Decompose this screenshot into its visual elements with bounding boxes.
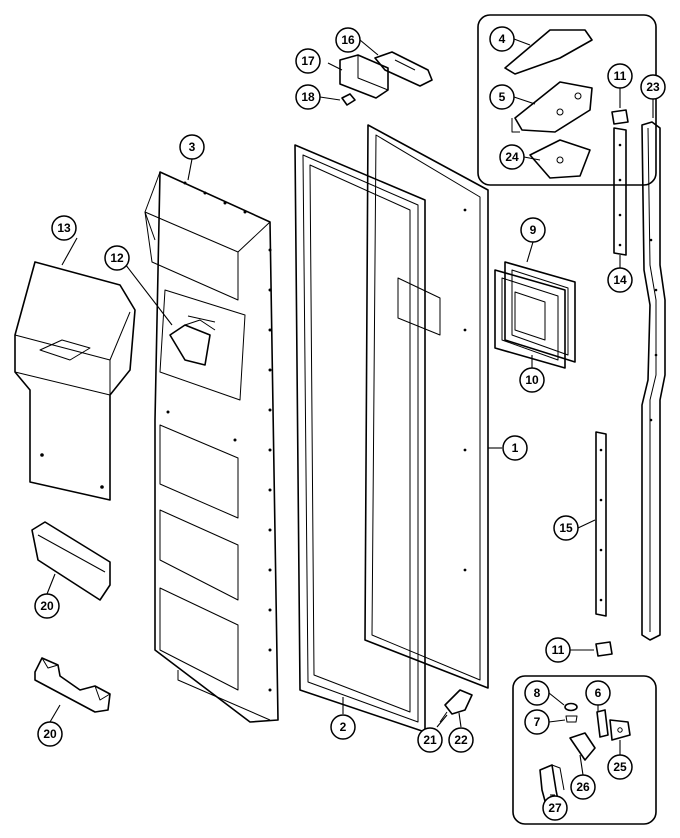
svg-text:26: 26 xyxy=(576,780,590,794)
callout-13: 13 xyxy=(51,215,77,241)
door-wire-harness-part xyxy=(439,689,473,723)
door-handle-part xyxy=(641,121,666,641)
svg-text:1: 1 xyxy=(512,441,519,455)
callout-14: 14 xyxy=(607,267,633,293)
svg-text:16: 16 xyxy=(341,33,355,47)
dispenser-cover-part xyxy=(14,261,136,501)
callout-16: 16 xyxy=(335,27,361,53)
lower-trim-strip-part xyxy=(595,431,607,617)
svg-text:2: 2 xyxy=(340,720,347,734)
svg-text:3: 3 xyxy=(189,140,196,154)
callout-10: 10 xyxy=(519,367,545,393)
callout-1: 1 xyxy=(502,435,528,461)
callout-25: 25 xyxy=(607,754,633,780)
callout-7: 7 xyxy=(524,709,550,735)
callout-2: 2 xyxy=(330,714,356,740)
callout-8: 8 xyxy=(524,680,550,706)
svg-text:13: 13 xyxy=(57,221,71,235)
svg-text:10: 10 xyxy=(525,373,539,387)
callout-12: 12 xyxy=(104,245,130,271)
svg-text:6: 6 xyxy=(595,686,602,700)
svg-text:5: 5 xyxy=(499,90,506,104)
hinge-bushing-part xyxy=(564,702,578,723)
door-liner-part xyxy=(144,171,279,723)
svg-text:9: 9 xyxy=(530,223,537,237)
door-bin-part xyxy=(31,521,111,601)
callout-4: 4 xyxy=(489,26,515,52)
upper-hinge-part xyxy=(511,81,593,133)
svg-text:8: 8 xyxy=(534,686,541,700)
callout-27: 27 xyxy=(542,795,568,821)
callout-5: 5 xyxy=(489,84,515,110)
leader-lines xyxy=(46,38,654,796)
callout-15: 15 xyxy=(553,515,579,541)
callout-6: 6 xyxy=(585,680,611,706)
bin-bracket-part xyxy=(34,657,111,713)
svg-text:21: 21 xyxy=(423,733,437,747)
svg-text:20: 20 xyxy=(40,599,54,613)
hinge-cap-part xyxy=(504,29,593,75)
callout-26: 26 xyxy=(570,774,596,800)
door-stop-part xyxy=(596,709,631,741)
svg-text:25: 25 xyxy=(613,760,627,774)
svg-text:20: 20 xyxy=(43,727,57,741)
svg-text:11: 11 xyxy=(614,69,627,83)
callout-21: 21 xyxy=(417,727,443,753)
svg-text:18: 18 xyxy=(301,90,315,104)
dispenser-chute-part xyxy=(169,315,216,366)
callout-22: 22 xyxy=(448,727,474,753)
svg-text:17: 17 xyxy=(301,54,315,68)
callout-3: 3 xyxy=(179,134,205,160)
svg-text:4: 4 xyxy=(499,32,506,46)
svg-text:14: 14 xyxy=(613,273,627,287)
callout-9: 9 xyxy=(520,217,546,243)
svg-text:27: 27 xyxy=(548,801,562,815)
outer-door-panel-part xyxy=(364,124,489,689)
callout-17: 17 xyxy=(295,48,321,74)
callout-11-upper: 11 xyxy=(607,63,633,89)
callout-20-upper: 20 xyxy=(34,593,60,619)
svg-text:24: 24 xyxy=(505,150,519,164)
svg-text:15: 15 xyxy=(559,521,573,535)
hinge-screw-part xyxy=(341,93,356,106)
callout-20-lower: 20 xyxy=(37,721,63,747)
svg-text:22: 22 xyxy=(454,733,468,747)
callout-18: 18 xyxy=(295,84,321,110)
upper-trim-strip-part xyxy=(613,127,627,256)
hinge-shim-part xyxy=(529,139,591,179)
svg-text:7: 7 xyxy=(534,715,541,729)
hinge-group-box xyxy=(477,14,657,186)
svg-text:12: 12 xyxy=(110,251,124,265)
svg-text:11: 11 xyxy=(552,643,565,657)
hinge-cover-part xyxy=(339,54,389,99)
dispenser-frame-part xyxy=(494,261,576,369)
door-gasket-part xyxy=(294,144,426,733)
callout-24: 24 xyxy=(499,144,525,170)
callout-23: 23 xyxy=(640,74,666,100)
svg-text:23: 23 xyxy=(646,80,660,94)
lower-hinge-group-box xyxy=(512,675,657,825)
callout-11-lower: 11 xyxy=(545,637,571,663)
hinge-pin-part xyxy=(374,51,433,87)
handle-cap-lower-part xyxy=(595,641,613,657)
handle-cap-upper-part xyxy=(611,109,629,125)
